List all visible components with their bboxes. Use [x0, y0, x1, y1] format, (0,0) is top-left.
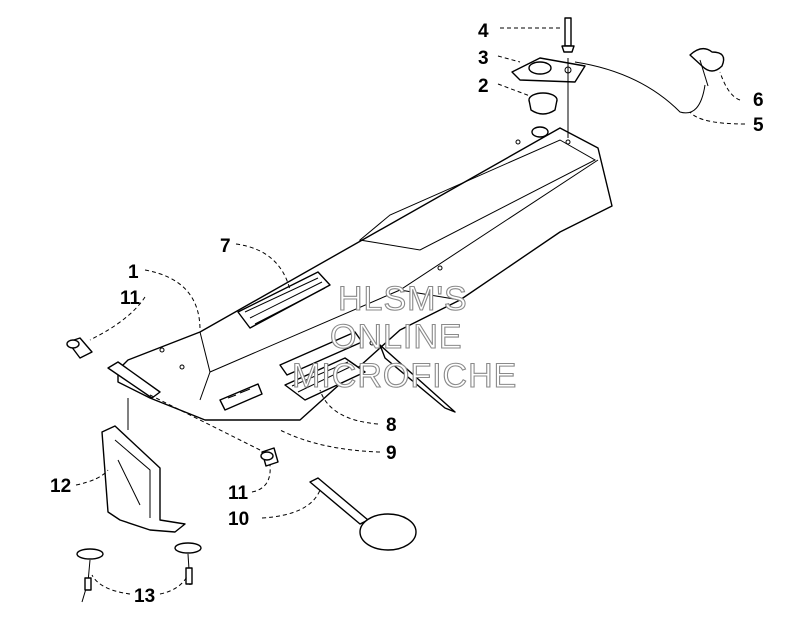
watermark-line2: ONLINE: [330, 318, 463, 356]
callout-13: 13: [134, 586, 155, 607]
leader-lines: [75, 27, 746, 595]
callout-11-lower: 11: [228, 483, 249, 504]
callout-10: 10: [228, 509, 249, 530]
clip-6: [689, 47, 725, 87]
callout-5: 5: [753, 115, 764, 136]
callout-6: 6: [753, 90, 764, 111]
hardware-13: [76, 542, 202, 603]
pin-4: [561, 17, 575, 138]
decal-9: [219, 383, 263, 411]
callout-11-left: 11: [120, 288, 141, 309]
handle-10: [309, 477, 417, 551]
callouts: 4 3 2 6 5 7 1 11 8 9 12 11 10 13: [50, 21, 764, 607]
tunnel-plate: [117, 126, 613, 421]
callout-1: 1: [128, 262, 139, 283]
decal-strip: [279, 331, 363, 376]
watermark-line3: MICROFICHE: [292, 357, 517, 395]
bushing-11-lower: [260, 447, 279, 467]
watermark: HLSM'S ONLINE MICROFICHE: [291, 279, 517, 395]
callout-12: 12: [50, 476, 71, 497]
watermark-line1: HLSM'S: [338, 280, 468, 318]
grommet-2: [528, 92, 558, 115]
lanyard-5: [574, 61, 706, 114]
callout-4: 4: [478, 21, 489, 42]
shaft: [107, 361, 271, 456]
callout-7: 7: [220, 236, 231, 257]
stand-12: [101, 425, 186, 533]
bushing-11-left: [66, 337, 93, 359]
callout-2: 2: [478, 76, 489, 97]
bracket-3: [511, 57, 586, 83]
decal-7: [237, 271, 331, 329]
callout-9: 9: [386, 443, 397, 464]
decal-8: [284, 357, 366, 401]
callout-8: 8: [386, 415, 397, 436]
callout-3: 3: [478, 48, 489, 69]
